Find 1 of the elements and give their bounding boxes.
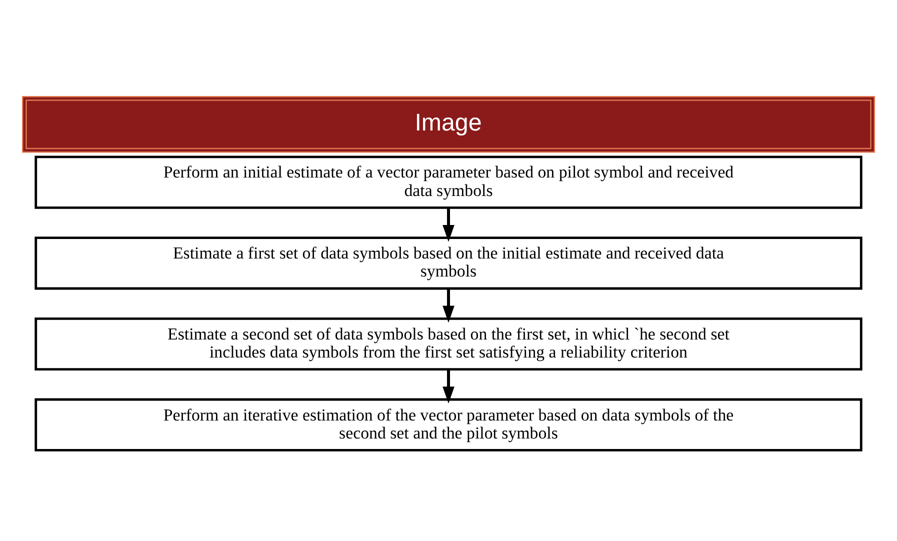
diagram-title: Image bbox=[414, 108, 482, 136]
